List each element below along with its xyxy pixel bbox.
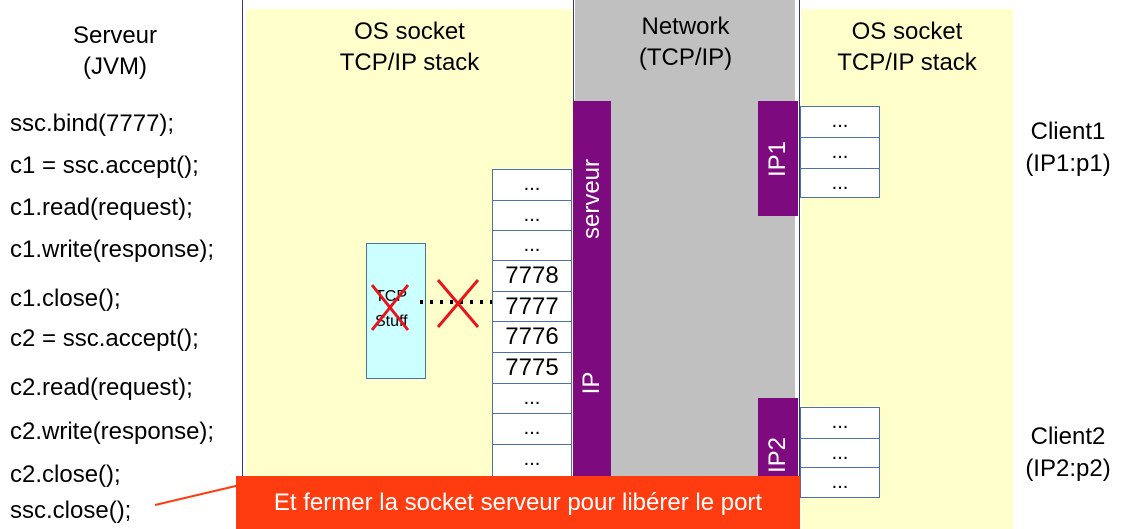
code-line: c2 = ssc.accept(); xyxy=(10,325,199,352)
port-cell: 7776 xyxy=(492,321,572,353)
network-line2: (TCP/IP) xyxy=(638,44,733,71)
cross-icon xyxy=(436,279,480,328)
code-line: ssc.bind(7777); xyxy=(10,110,175,137)
server-ip-bar xyxy=(573,101,611,529)
callout-pointer xyxy=(154,484,241,506)
client2-line2: (IP2:p2) xyxy=(1025,455,1111,482)
os-socket-right-line1: OS socket xyxy=(851,18,963,45)
network-title: Network (TCP/IP) xyxy=(573,11,798,73)
port-cell: ... xyxy=(492,169,572,201)
os-socket-left-line2: TCP/IP stack xyxy=(339,49,480,76)
server-title: Serveur (JVM) xyxy=(0,20,230,82)
client1-ip-bar xyxy=(758,101,798,216)
code-line: c2.read(request); xyxy=(10,374,193,401)
os-socket-right-title: OS socket TCP/IP stack xyxy=(801,16,1013,78)
port-cell: 7777 xyxy=(492,291,572,322)
client1-port-cell: ... xyxy=(800,106,880,138)
code-line: c1.read(request); xyxy=(10,194,193,221)
code-line: c1 = ssc.accept(); xyxy=(10,152,199,179)
port-cell: ... xyxy=(492,230,572,261)
port-cell: ... xyxy=(492,383,572,414)
server-bar-label-bottom: IP xyxy=(578,371,605,395)
port-cell: ... xyxy=(492,413,572,445)
os-socket-left-title: OS socket TCP/IP stack xyxy=(246,16,573,78)
client1-line1: Client1 xyxy=(1030,118,1106,145)
server-title-line2: (JVM) xyxy=(83,53,147,80)
client2-label: Client2 (IP2:p2) xyxy=(1013,421,1123,485)
client2-port-cell: ... xyxy=(800,467,880,498)
port-cell: ... xyxy=(492,444,572,477)
server-bar-label-top: serveur xyxy=(578,158,605,240)
cross-icon xyxy=(370,284,410,331)
client1-label: Client1 (IP1:p1) xyxy=(1013,116,1123,180)
callout-text: Et fermer la socket serveur pour libérer… xyxy=(273,489,763,516)
client2-line1: Client2 xyxy=(1030,423,1106,450)
network-line1: Network xyxy=(641,13,730,40)
code-line: c1.close(); xyxy=(10,285,121,312)
client2-port-cell: ... xyxy=(800,407,880,439)
server-title-line1: Serveur xyxy=(72,22,158,49)
port-cell: ... xyxy=(492,200,572,231)
callout-banner: Et fermer la socket serveur pour libérer… xyxy=(236,476,800,529)
os-socket-left-line1: OS socket xyxy=(354,18,465,45)
port-cell: 7778 xyxy=(492,260,572,292)
client1-line2: (IP1:p1) xyxy=(1025,150,1111,177)
code-line: c1.write(response); xyxy=(10,236,215,263)
os-socket-right-line2: TCP/IP stack xyxy=(837,49,977,76)
code-line: c2.write(response); xyxy=(10,418,215,445)
code-line: ssc.close(); xyxy=(10,497,132,524)
code-line: c2.close(); xyxy=(10,461,121,488)
client1-bar-label: IP1 xyxy=(764,140,791,178)
port-cell: 7775 xyxy=(492,352,572,384)
client1-port-cell: ... xyxy=(800,168,880,198)
server-column xyxy=(0,0,243,529)
client2-port-cell: ... xyxy=(800,438,880,468)
client1-port-cell: ... xyxy=(800,137,880,169)
